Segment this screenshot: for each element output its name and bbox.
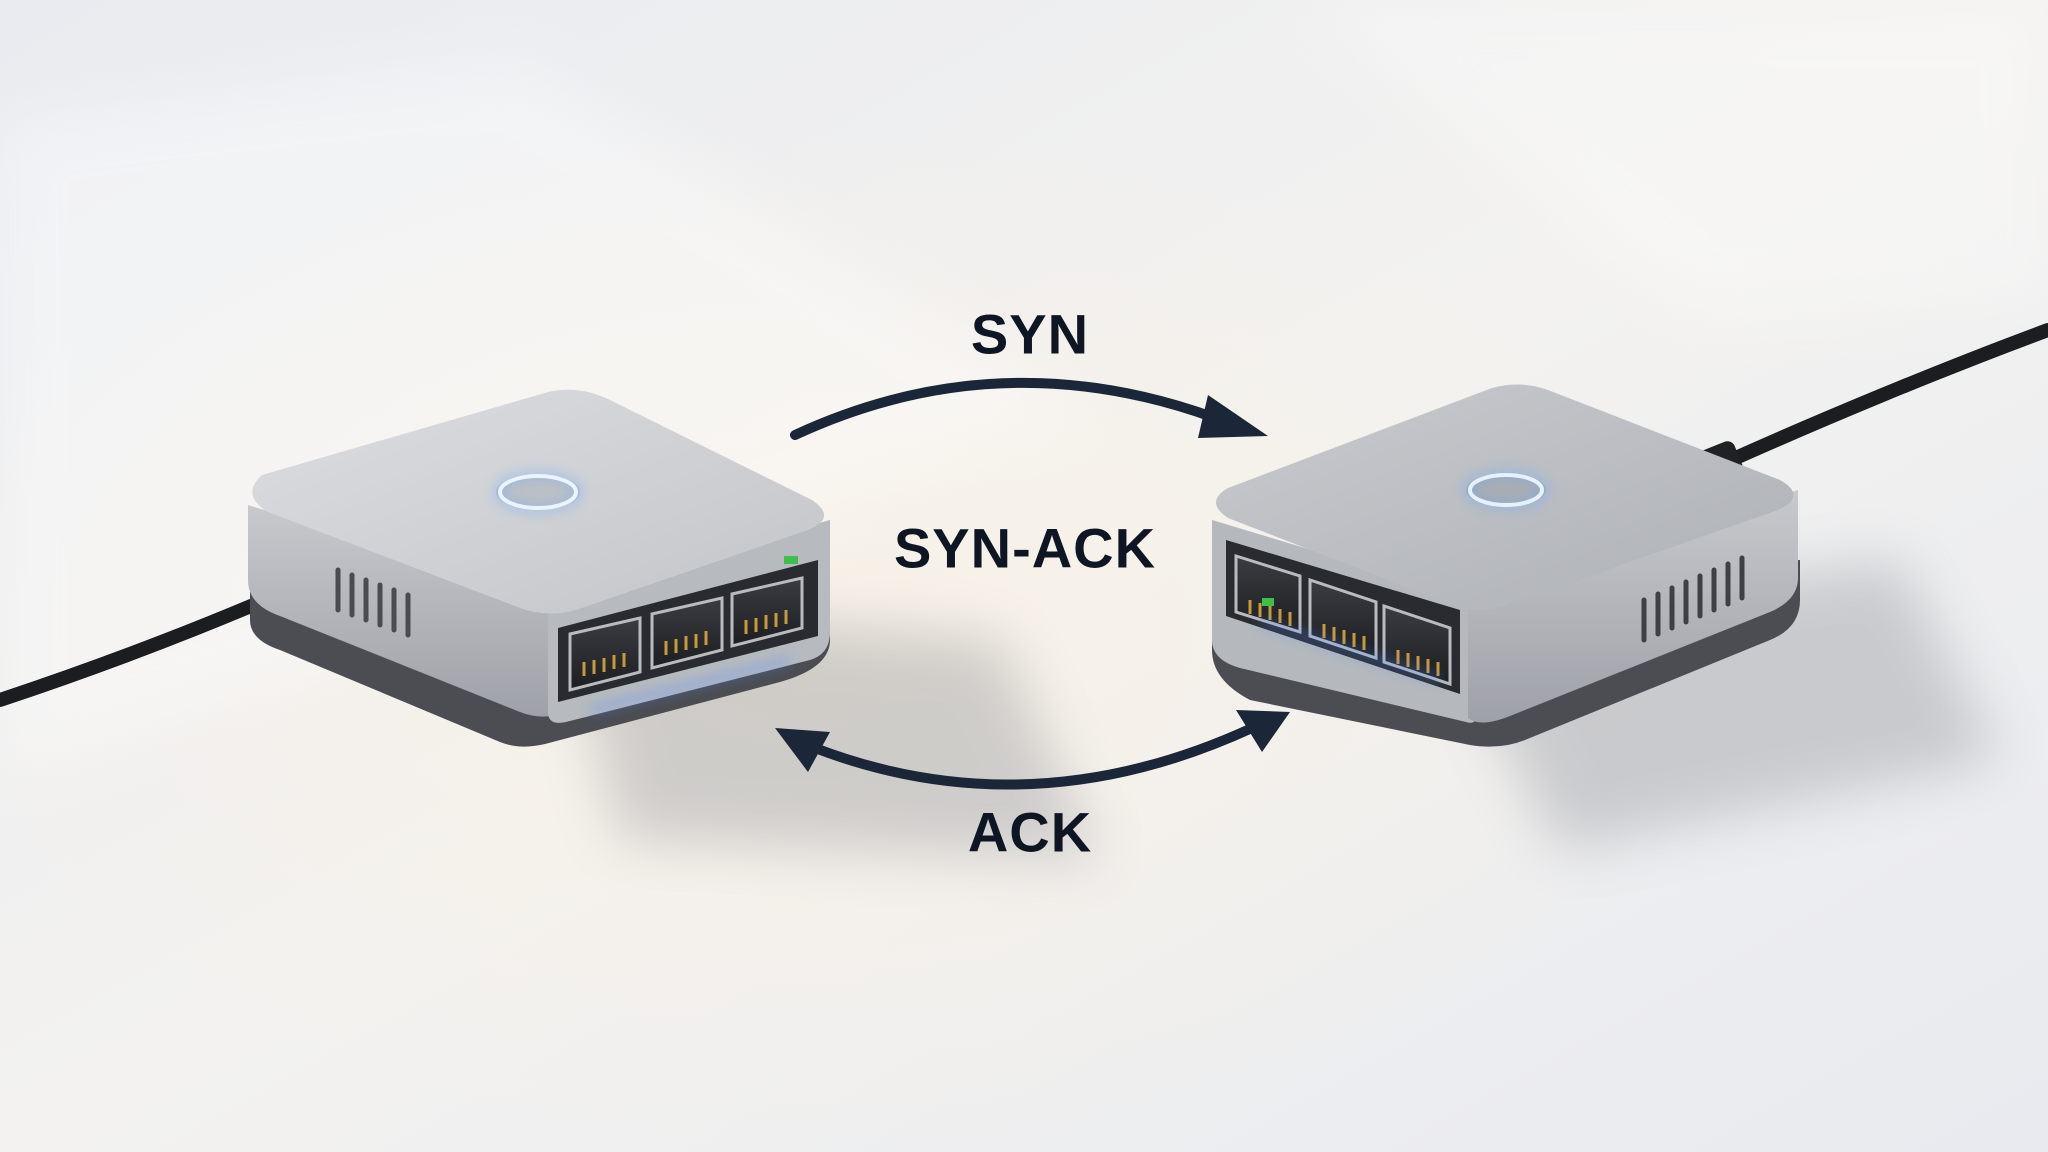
left-device-vents <box>335 567 411 638</box>
ack-arrowhead-left <box>775 728 830 772</box>
light-streak-2 <box>1300 0 2048 320</box>
left-port-3 <box>730 576 804 648</box>
right-port-1 <box>1234 553 1302 635</box>
left-port-green-led <box>784 556 798 564</box>
right-power-led-ring <box>1466 473 1546 507</box>
left-port-1 <box>568 616 642 692</box>
syn-label: SYN <box>970 302 1090 366</box>
left-network-switch <box>248 389 830 747</box>
right-blue-status-glow <box>1259 620 1441 682</box>
left-power-led <box>498 474 578 510</box>
syn-arrowhead <box>1198 395 1268 438</box>
right-power-led <box>1468 473 1544 507</box>
right-device-vents <box>1641 555 1745 643</box>
right-device-side <box>1468 490 1798 723</box>
left-port-2 <box>650 596 724 670</box>
left-device-side <box>248 505 560 717</box>
ack-arrowhead-right <box>1236 710 1290 752</box>
left-blue-status-glow <box>589 658 791 712</box>
right-port-3 <box>1382 603 1452 687</box>
left-ethernet-ports <box>568 556 804 692</box>
left-power-led-ring <box>496 474 580 510</box>
right-network-switch <box>1212 384 1800 747</box>
right-port-green-led <box>1262 598 1274 606</box>
right-ethernet-ports <box>1234 553 1452 687</box>
syn-ack-label: SYN-ACK <box>893 516 1157 580</box>
syn-arrow <box>790 377 1268 440</box>
right-cable <box>1713 323 2048 472</box>
ack-label: ACK <box>967 800 1093 864</box>
ack-arrow <box>775 710 1290 790</box>
